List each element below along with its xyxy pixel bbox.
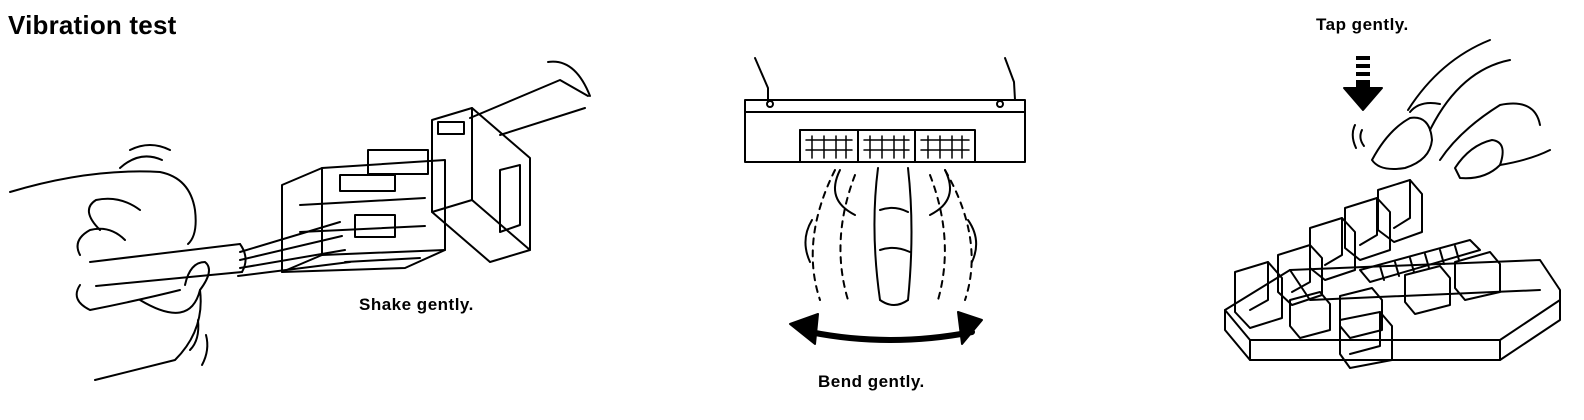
caption-shake-gently: Shake gently.: [359, 295, 474, 314]
harness-tube: [90, 244, 246, 286]
connector-housing-front: [282, 150, 445, 272]
tap-motion-marks: [1353, 125, 1364, 148]
page-title: Vibration test: [8, 10, 177, 40]
bend-motion-lines: [813, 170, 972, 300]
control-unit: [745, 58, 1025, 162]
vibration-marks: [805, 220, 976, 262]
tap-illustration: [1225, 40, 1560, 368]
caption-tap-gently: Tap gently.: [1316, 15, 1409, 34]
finger-icon: [1372, 40, 1550, 178]
connector-pins: [806, 136, 969, 158]
connector-housing-rear: [432, 108, 530, 262]
bend-illustration: [745, 58, 1025, 344]
cable-right: [470, 62, 590, 135]
bend-arrow-icon: [790, 312, 982, 344]
harness-bundle: [835, 168, 950, 305]
wire-bundle: [238, 222, 350, 276]
caption-bend-gently: Bend gently.: [818, 372, 925, 391]
tap-arrow-icon: [1344, 56, 1382, 110]
shake-illustration: [10, 62, 590, 380]
hand-icon: [10, 145, 209, 380]
relay-block: [1225, 180, 1560, 368]
